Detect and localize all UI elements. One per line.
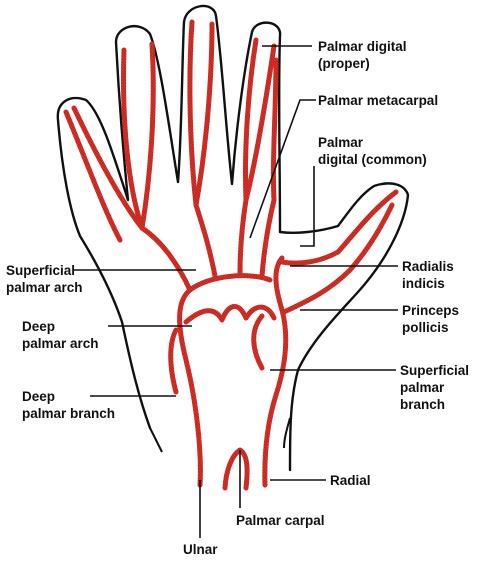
label-line: Deep xyxy=(22,319,56,334)
label-line: (proper) xyxy=(318,56,370,71)
label-deep-palmar-arch: Deep palmar arch xyxy=(22,318,99,352)
label-palmar-carpal: Palmar carpal xyxy=(236,512,325,529)
leader-palmar-digital-common xyxy=(300,166,315,247)
leader-lines xyxy=(74,45,398,538)
label-line: palmar branch xyxy=(22,406,116,421)
label-line: palmar xyxy=(400,380,445,395)
label-superficial-palmar-branch: Superficial palmar branch xyxy=(400,362,469,413)
label-line: Radialis xyxy=(402,259,454,274)
hand-outline xyxy=(56,4,410,472)
label-princeps-pollicis: Princeps pollicis xyxy=(402,302,459,336)
label-superficial-palmar-arch: Superficial palmar arch xyxy=(6,262,83,296)
label-line: branch xyxy=(400,397,446,412)
arteries xyxy=(63,19,399,491)
label-line: Ulnar xyxy=(183,542,218,557)
label-line: pollicis xyxy=(402,320,449,335)
wrist-crease-right xyxy=(283,417,291,449)
label-palmar-metacarpal: Palmar metacarpal xyxy=(318,92,438,109)
label-line: palmar arch xyxy=(6,280,83,295)
label-radialis-indicis: Radialis indicis xyxy=(402,258,454,292)
label-deep-palmar-branch: Deep palmar branch xyxy=(22,388,115,422)
label-palmar-digital-common: Palmar digital (common) xyxy=(318,134,427,168)
label-line: Palmar carpal xyxy=(236,513,325,528)
label-line: Princeps xyxy=(402,303,460,318)
label-line: Palmar metacarpal xyxy=(318,93,439,108)
label-line: Superficial xyxy=(6,263,76,278)
label-line: Superficial xyxy=(400,363,470,378)
label-line: Radial xyxy=(330,473,371,488)
label-line: indicis xyxy=(402,276,445,291)
label-line: digital (common) xyxy=(318,152,427,167)
wrist-crease xyxy=(149,427,163,453)
label-line: Deep xyxy=(22,389,56,404)
label-ulnar: Ulnar xyxy=(183,541,218,558)
label-radial: Radial xyxy=(330,472,371,489)
label-line: Palmar xyxy=(318,135,364,150)
label-palmar-digital-proper: Palmar digital (proper) xyxy=(318,38,407,72)
label-line: Palmar digital xyxy=(318,39,407,54)
leader-palmar-metacarpal xyxy=(249,99,316,239)
label-line: palmar arch xyxy=(22,336,99,351)
